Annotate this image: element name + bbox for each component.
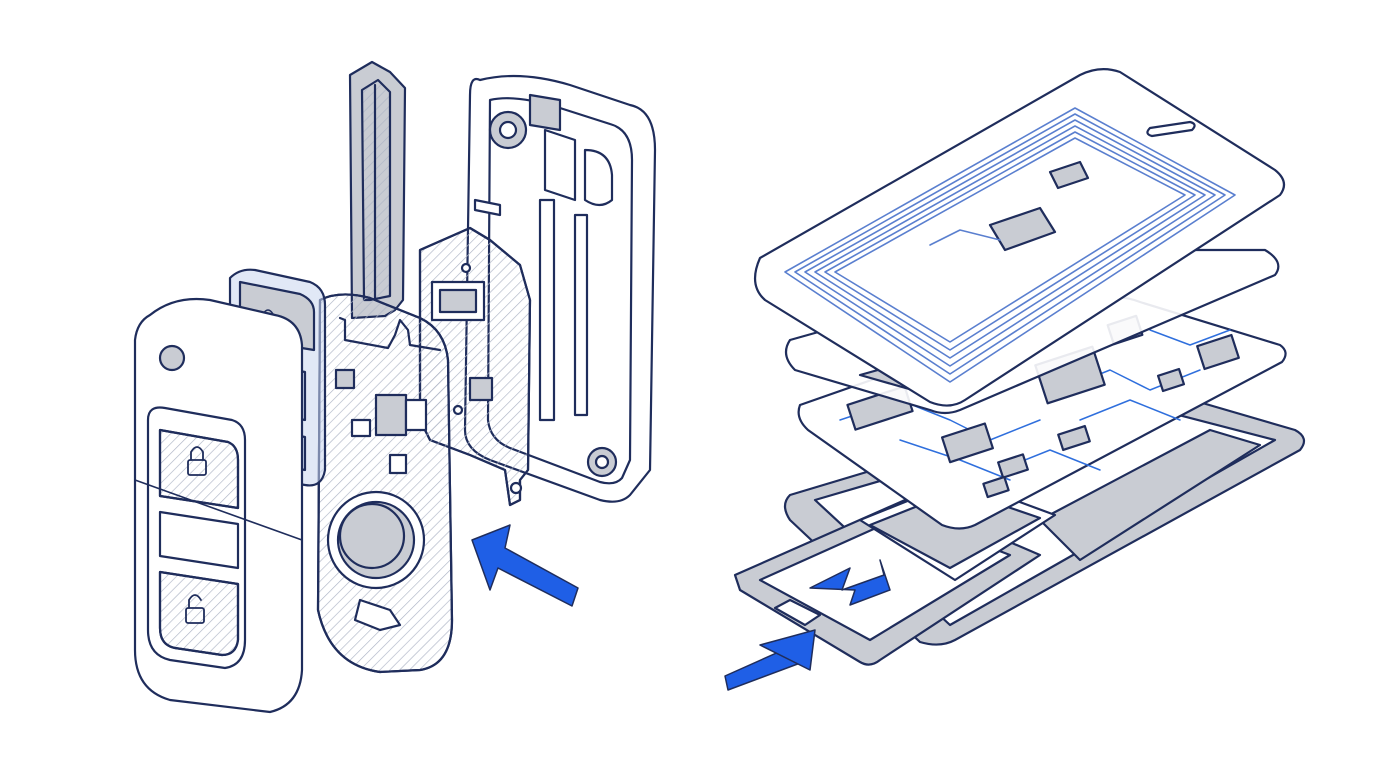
- insertion-arrow-icon: [471, 524, 579, 607]
- key-fob-illustration: [133, 60, 657, 714]
- flip-key-blade: [348, 60, 407, 320]
- circuit-layer: [797, 296, 1287, 530]
- antenna-coil: [784, 107, 1236, 383]
- rfid-card-illustration: [724, 68, 1306, 691]
- inner-circuit-board: [316, 293, 454, 674]
- insertion-arrow-icon: [724, 559, 891, 691]
- lock-icon: [187, 446, 207, 476]
- front-shell: [133, 297, 304, 714]
- unlock-icon: [185, 594, 205, 624]
- card-face-with-antenna: [753, 68, 1286, 407]
